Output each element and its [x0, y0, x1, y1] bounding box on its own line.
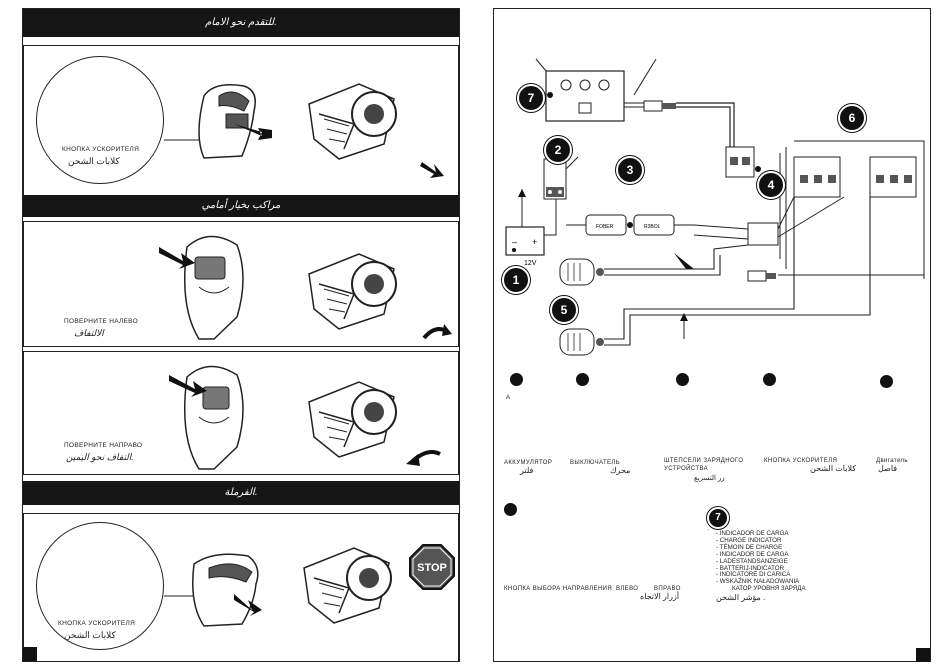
legend-left-ru: ВЛЕВО: [616, 586, 639, 592]
panel-braking: КНОПКА УСКОРИТЕЛЯ كلابات الشحن STOP: [23, 513, 459, 661]
arrow-down-right-icon: [420, 162, 444, 178]
legend-battery-ar: فلتر: [520, 466, 534, 475]
charge-indicator-list: - INDICADOR DE CARGA - CHARGE INDICATOR …: [716, 530, 806, 603]
vehicle-illustration: [308, 381, 397, 458]
list-item: - LADESTANDSANZEIGE: [716, 557, 788, 565]
list-item: - TÉMOIN DE CHARGE: [716, 543, 783, 551]
label-7: 7: [517, 84, 545, 112]
caption-ar: كلابات الشحن: [68, 156, 120, 166]
svg-text:–: –: [512, 237, 517, 247]
legend-accelerator-ru: КНОПКА УСКОРИТЕЛЯ: [764, 458, 838, 464]
section-title-forward: للتقدم نحو الامام.: [23, 9, 459, 37]
battery-voltage: 12V: [524, 260, 537, 267]
motor-top: [559, 258, 604, 286]
zoom-circle: [36, 522, 164, 650]
list-item: - WSKAŹNIK NAŁADOWANIA: [716, 578, 800, 586]
caption-ru: ПОВЕРНИТЕ НАЛЕВО: [64, 318, 138, 325]
vehicle-illustration: [308, 83, 397, 160]
right-page: – + 12V FOBER R3BOL: [493, 8, 931, 662]
list-item: КАТОР УРОВНЯ ЗАРЯДА: [732, 585, 806, 593]
legend-dot: [763, 373, 776, 386]
legend-dot-text: .: [708, 526, 711, 532]
legend-dot: [880, 375, 893, 388]
caption-ar: كلابات الشحن: [64, 630, 116, 640]
label-7-legend: 7: [707, 507, 729, 529]
arrow-icon: [234, 594, 262, 616]
legend-right-ru: ВПРАВО: [654, 586, 681, 592]
label-3: 3: [616, 156, 644, 184]
list-item: - CHARGE INDICATOR: [716, 536, 782, 544]
fuse-left-label: FOBER: [596, 224, 614, 230]
arrow-icon: [169, 375, 207, 397]
legend-switch-ar: محرك: [610, 466, 631, 475]
label-1: 1: [502, 266, 530, 294]
list-item: - BATTERIJ-INDICATOR: [716, 564, 785, 572]
curved-arrow-right-icon: [422, 324, 452, 340]
fuse-right-label: R3BOL: [644, 224, 661, 230]
motor-bottom: [559, 328, 604, 356]
left-page: للتقدم نحو الامام. КНОПКА УСКОРИТЕЛЯ كلا…: [22, 8, 460, 662]
caption-ru: КНОПКА УСКОРИТЕЛЯ: [62, 146, 140, 153]
caption-ru: КНОПКА УСКОРИТЕЛЯ: [58, 620, 136, 627]
legend-direction-ar: أزرار الاتجاه: [640, 592, 680, 601]
svg-text:+: +: [532, 237, 537, 247]
list-item: - INDICATORE DI CARICA: [716, 571, 791, 579]
label-6: 6: [838, 104, 866, 132]
caption-ar: الالتفاف: [74, 328, 104, 338]
legend-dot: [676, 373, 689, 386]
panel-turn-left: ПОВЕРНИТЕ НАЛЕВО الالتفاف: [23, 221, 459, 347]
stop-sign-text: STOP: [417, 562, 447, 574]
accelerator-pedal-illustration: [164, 84, 272, 159]
legend-accelerator-ar: كلابات الشحن: [810, 464, 857, 473]
legend-dot: [576, 373, 589, 386]
arrow-icon: [159, 247, 195, 269]
caption-ar: التفاف نحو اليمين.: [66, 452, 134, 462]
list-item: - INDICADOR DE CARGA: [716, 550, 789, 558]
section-title-braking: الفرملة.: [23, 481, 459, 505]
panel-turn-right: ПОВЕРНИТЕ НАПРАВО التفاف نحو اليمين.: [23, 351, 459, 475]
zoom-circle: [36, 56, 164, 184]
stop-sign-icon: STOP: [409, 544, 455, 590]
label-2: 2: [544, 136, 572, 164]
label-4: 4: [757, 171, 785, 199]
list-item: - INDICADOR DE CARGA: [716, 530, 789, 537]
legend-motor-ar: فاصل: [878, 464, 898, 473]
legend-motor-ru: Двигатель: [876, 458, 908, 464]
list-item: مؤشر الشحن .: [716, 593, 766, 603]
legend-charger-ar: زر التسريع: [694, 475, 725, 482]
accelerator-released-illustration: [164, 553, 262, 627]
caption-ru: ПОВЕРНИТЕ НАПРАВО: [64, 442, 143, 449]
curved-arrow-left-icon: [406, 450, 441, 466]
label-5: 5: [550, 296, 578, 324]
steering-wheel-left-illustration: [159, 235, 244, 340]
legend-battery-ru: АККУМУЛЯТОР: [504, 460, 553, 466]
page-corner-mark: [916, 648, 930, 662]
legend-dot: [504, 503, 517, 516]
arrow-icon: [234, 124, 272, 140]
panel-forward: КНОПКА УСКОРИТЕЛЯ كلابات الشحن: [23, 45, 459, 197]
legend-dot: [510, 373, 523, 386]
wiring-diagram: – + 12V FOBER R3BOL: [505, 58, 925, 356]
steering-wheel-right-illustration: [169, 365, 244, 470]
legend-letter: A: [506, 395, 511, 401]
vehicle-illustration: [308, 253, 397, 330]
legend-switch-ru: ВЫКЛЮЧАТЕЛЬ: [570, 460, 621, 466]
page-corner-mark: [23, 647, 37, 661]
section-title-steering: مراكب بخيار أمامي: [23, 195, 459, 217]
legend-direction-ru: КНОПКА ВЫБОРА НАПРАВЛЕНИЯ: [504, 586, 613, 592]
legend-charger-ru: ШТЕПСЕЛИ ЗАРЯДНОГО УСТРОЙСТВА: [664, 458, 744, 472]
vehicle-illustration: [303, 547, 392, 624]
